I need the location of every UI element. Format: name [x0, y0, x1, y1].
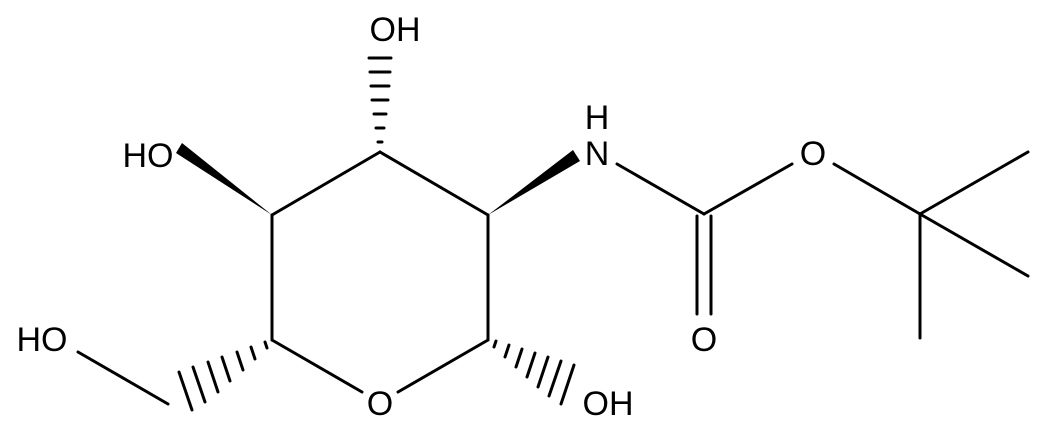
label-ring-oxygen: O [367, 385, 393, 423]
hashed-bond-c1-oh [492, 339, 576, 406]
label-oh-top: OH [370, 11, 421, 49]
label-carbonyl-oxygen: O [691, 321, 717, 359]
bond-c4-c3 [270, 150, 382, 217]
hashed-bond-c3-oh [367, 56, 393, 144]
label-ho-left: HO [123, 137, 174, 175]
bond-c3-c2 [378, 150, 490, 217]
bond-tbu-methyl-upper [918, 150, 1030, 216]
wedge-bond-c4-oh [176, 143, 272, 215]
bond-n-carbonyl-c [615, 162, 706, 216]
label-ho-ch2: HO [17, 321, 68, 359]
bond-tbu-methyl-lower [918, 212, 1030, 278]
bond-ring-o-c5 [270, 338, 364, 394]
bond-ester-o-tert-c [832, 162, 922, 216]
label-nh-n: N [585, 135, 610, 173]
hashed-bond-c5-ch2 [177, 340, 269, 412]
wedge-bond-c2-n [488, 150, 580, 215]
label-ester-oxygen: O [800, 135, 826, 173]
bond-carbonyl-c-ester-o [702, 162, 794, 216]
bond-c1-ring-o [396, 338, 490, 394]
label-oh-anomeric: OH [583, 385, 634, 423]
label-nh-h: H [585, 99, 610, 137]
bond-ch2-oh [76, 350, 170, 406]
